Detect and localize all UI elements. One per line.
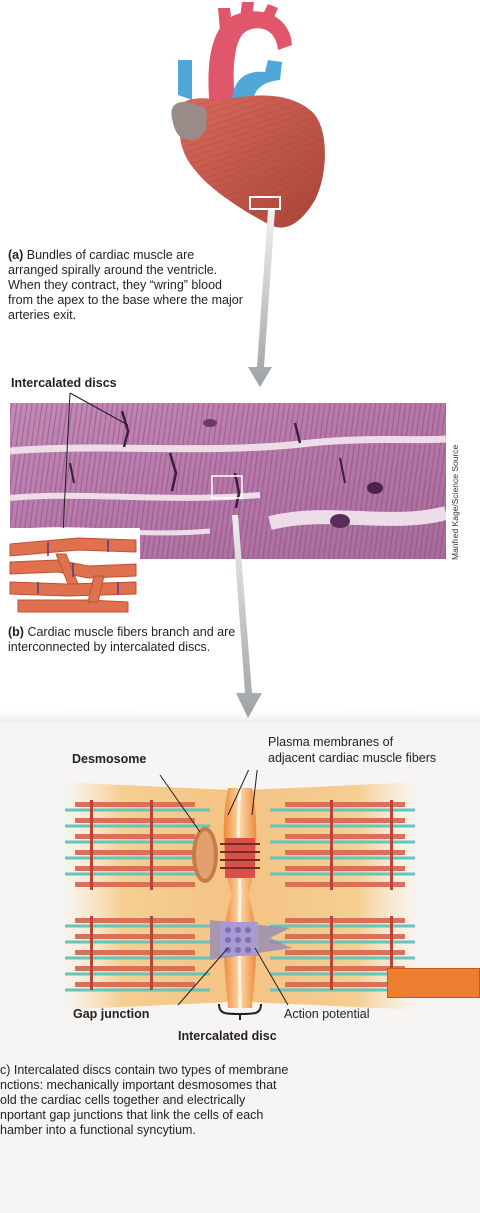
- caption-c-line-4: nportant gap junctions that link the cel…: [0, 1108, 380, 1123]
- intercalated-disc-label: Intercalated disc: [178, 1029, 277, 1043]
- caption-a-text: Bundles of cardiac muscle are arranged s…: [8, 248, 243, 322]
- caption-a: (a) Bundles of cardiac muscle are arrang…: [8, 248, 244, 323]
- intercalated-disc-bracket: [215, 1002, 265, 1022]
- intercalated-disc-diagram: [60, 770, 420, 1015]
- action-potential-label: Action potential: [284, 1007, 369, 1021]
- caption-c-line-2: nctions: mechanically important desmosom…: [0, 1078, 380, 1093]
- caption-a-tag: (a): [8, 248, 23, 262]
- atrium: [171, 102, 206, 140]
- orange-box: [387, 968, 480, 998]
- left-cell: [60, 782, 236, 1010]
- arrow-micrograph-to-diagram: [0, 480, 480, 725]
- caption-c: c) Intercalated discs contain two types …: [0, 1063, 380, 1138]
- plasma-membranes-label-1: Plasma membranes of: [268, 735, 393, 749]
- caption-c-line-5: hamber into a functional syncytium.: [0, 1123, 380, 1138]
- desmosome-label: Desmosome: [72, 752, 146, 766]
- arrow-heart-to-micrograph: [240, 205, 290, 390]
- vena-cava: [178, 60, 192, 100]
- plasma-membranes-label-2: adjacent cardiac muscle fibers: [268, 751, 436, 765]
- caption-c-line-3: old the cardiac cells together and elect…: [0, 1093, 380, 1108]
- heart-illustration: [150, 0, 340, 235]
- caption-c-line-1: c) Intercalated discs contain two types …: [0, 1063, 380, 1078]
- gap-junction-label: Gap junction: [73, 1007, 149, 1021]
